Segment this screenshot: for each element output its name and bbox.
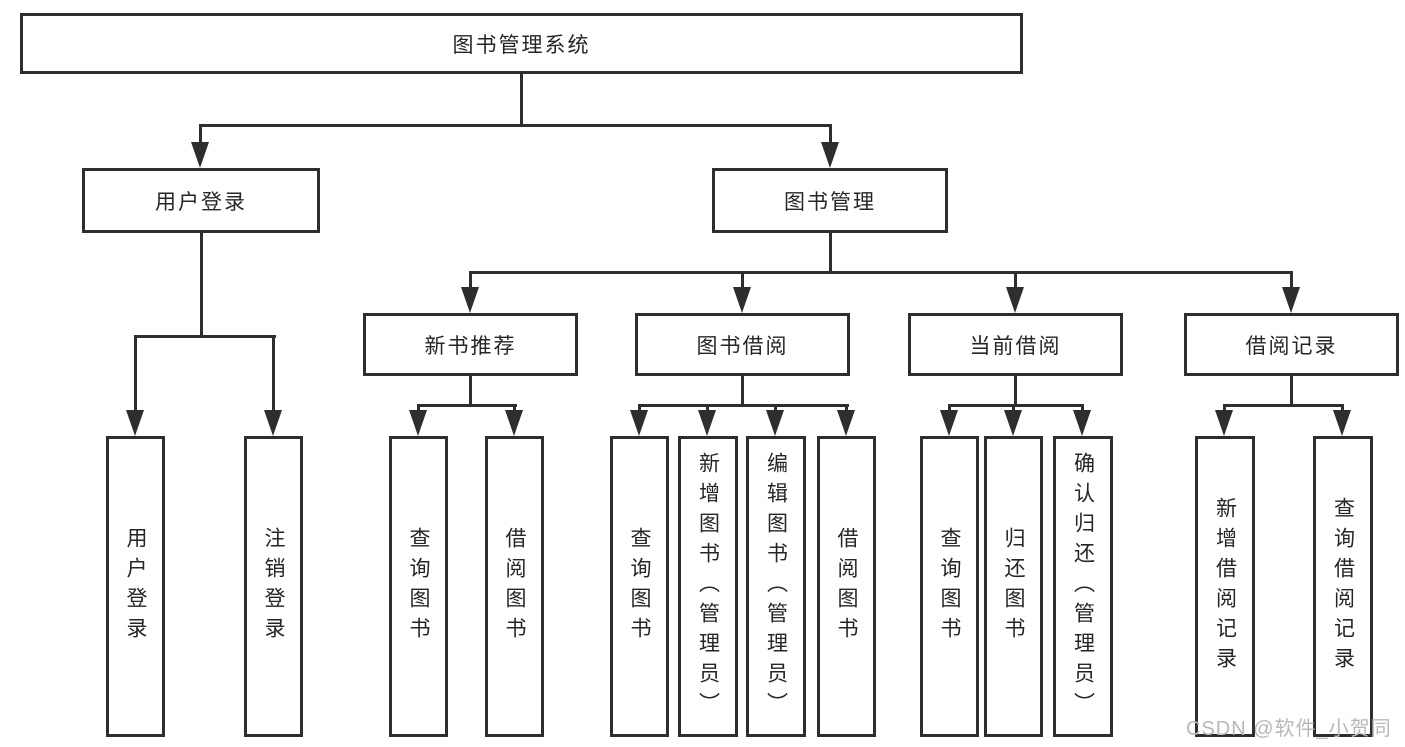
connector-line <box>417 404 420 414</box>
connector-line <box>706 404 709 414</box>
connector-line <box>199 124 832 127</box>
leaf-query-book-2: 查询图书 <box>610 436 669 737</box>
connector-line <box>1014 271 1017 291</box>
leaf-add-borrow-record: 新增借阅记录 <box>1195 436 1255 737</box>
connector-line <box>1290 375 1293 406</box>
leaf-logout: 注销登录 <box>244 436 303 737</box>
connector-line <box>199 124 202 148</box>
arrow-down-icon <box>126 410 144 436</box>
csdn-watermark: CSDN @软件_小贺同学 <box>1186 718 1392 740</box>
leaf-edit-book-admin: 编辑图书（管理员） <box>746 436 806 737</box>
arrow-down-icon <box>191 142 209 168</box>
connector-line <box>1012 404 1015 414</box>
arrow-down-icon <box>461 287 479 313</box>
arrow-down-icon <box>698 410 716 436</box>
leaf-borrow-book-2: 借阅图书 <box>817 436 876 737</box>
connector-line <box>1014 375 1017 406</box>
connector-line <box>1290 271 1293 291</box>
connector-line <box>272 335 275 414</box>
node-user-login: 用户登录 <box>82 168 320 233</box>
arrow-down-icon <box>1333 410 1351 436</box>
leaf-query-borrow-record: 查询借阅记录 <box>1313 436 1373 737</box>
leaf-confirm-return-admin: 确认归还（管理员） <box>1053 436 1113 737</box>
connector-line <box>469 271 472 291</box>
node-borrow-record: 借阅记录 <box>1184 313 1399 376</box>
node-root: 图书管理系统 <box>20 13 1023 74</box>
leaf-add-book-admin: 新增图书（管理员） <box>678 436 738 737</box>
connector-line <box>134 335 276 338</box>
arrow-down-icon <box>505 410 523 436</box>
leaf-user-login: 用户登录 <box>106 436 165 737</box>
connector-line <box>948 404 951 414</box>
connector-line <box>469 375 472 406</box>
connector-line <box>638 404 849 407</box>
arrow-down-icon <box>1004 410 1022 436</box>
arrow-down-icon <box>837 410 855 436</box>
arrow-down-icon <box>821 142 839 168</box>
connector-line <box>948 404 1084 407</box>
connector-line <box>417 404 517 407</box>
arrow-down-icon <box>766 410 784 436</box>
arrow-down-icon <box>733 287 751 313</box>
connector-line <box>520 73 523 126</box>
leaf-query-book-1: 查询图书 <box>389 436 448 737</box>
connector-line <box>741 271 744 291</box>
node-current-borrow: 当前借阅 <box>908 313 1123 376</box>
connector-line <box>1223 404 1226 414</box>
connector-line <box>1341 404 1344 414</box>
arrow-down-icon <box>1073 410 1091 436</box>
leaf-borrow-book-1: 借阅图书 <box>485 436 544 737</box>
connector-line <box>774 404 777 414</box>
connector-line <box>469 271 1293 274</box>
connector-line <box>134 335 137 414</box>
arrow-down-icon <box>630 410 648 436</box>
connector-line <box>845 404 848 414</box>
connector-line <box>638 404 641 414</box>
connector-line <box>829 124 832 148</box>
connector-line <box>200 232 203 337</box>
connector-line <box>829 232 832 273</box>
arrow-down-icon <box>409 410 427 436</box>
arrow-down-icon <box>1215 410 1233 436</box>
leaf-return-book: 归还图书 <box>984 436 1043 737</box>
arrow-down-icon <box>264 410 282 436</box>
connector-line <box>513 404 516 414</box>
leaf-query-book-3: 查询图书 <box>920 436 979 737</box>
arrow-down-icon <box>1282 287 1300 313</box>
node-book-borrow: 图书借阅 <box>635 313 850 376</box>
connector-line <box>1223 404 1344 407</box>
connector-line <box>741 375 744 406</box>
arrow-down-icon <box>940 410 958 436</box>
node-new-book-recommend: 新书推荐 <box>363 313 578 376</box>
node-book-management: 图书管理 <box>712 168 948 233</box>
arrow-down-icon <box>1006 287 1024 313</box>
connector-line <box>1081 404 1084 414</box>
